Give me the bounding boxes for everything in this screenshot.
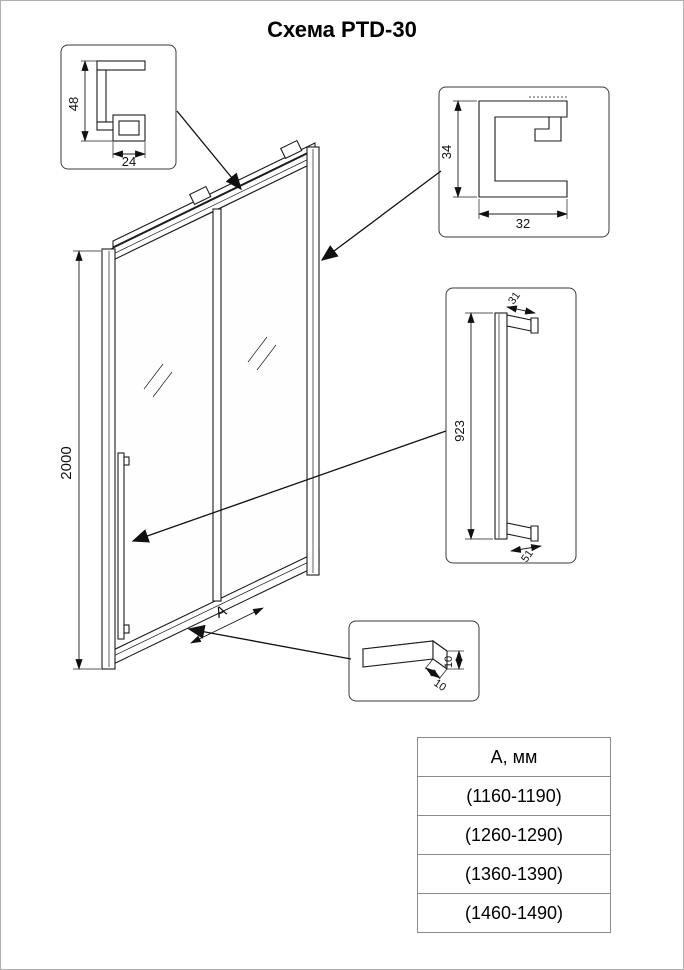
leader-wall-profile: [320, 170, 442, 261]
size-table-row: (1360-1390): [418, 854, 610, 893]
size-table-row: (1260-1290): [418, 815, 610, 854]
leader-arrows: [131, 110, 447, 660]
roller-bracket: [188, 185, 212, 206]
door-assembly: [101, 139, 320, 670]
drawing-title: Схема PTD-30: [267, 17, 417, 42]
detail-handle: 31 923 51: [445, 287, 577, 565]
leader-top-profile: [176, 110, 242, 191]
dim-2000-label: 2000: [58, 446, 75, 479]
size-table: А, мм (1160-1190) (1260-1290) (1360-1390…: [417, 737, 611, 933]
roller-bracket: [279, 139, 303, 160]
left-stile: [101, 248, 116, 670]
dimension-2000: 2000: [58, 250, 101, 670]
middle-stile: [212, 208, 222, 602]
dim-51-label: 51: [519, 548, 536, 565]
dim-31-label: 31: [506, 290, 523, 307]
size-table-row: (1160-1190): [418, 776, 610, 815]
leader-bottom-strip: [187, 624, 352, 660]
dim-48-label: 48: [66, 97, 81, 111]
dim-923-label: 923: [452, 420, 467, 442]
detail-top-profile: 48 24: [60, 44, 177, 170]
dim-10-depth-label: 10: [431, 677, 448, 694]
size-table-header: А, мм: [490, 747, 538, 767]
size-table-row: (1460-1490): [418, 893, 610, 932]
glass-panel-front: [114, 211, 214, 650]
leader-handle: [131, 430, 447, 543]
detail-wall-profile: 34 32: [438, 86, 610, 238]
door-handle: [117, 452, 125, 640]
detail-bottom-strip: 10 10: [348, 620, 480, 702]
dim-34-label: 34: [439, 145, 454, 159]
glass-panel-back: [220, 165, 308, 599]
dim-10-height-label: 10: [443, 656, 455, 668]
dim-24-label: 24: [122, 154, 136, 169]
dim-32-label: 32: [516, 216, 530, 231]
